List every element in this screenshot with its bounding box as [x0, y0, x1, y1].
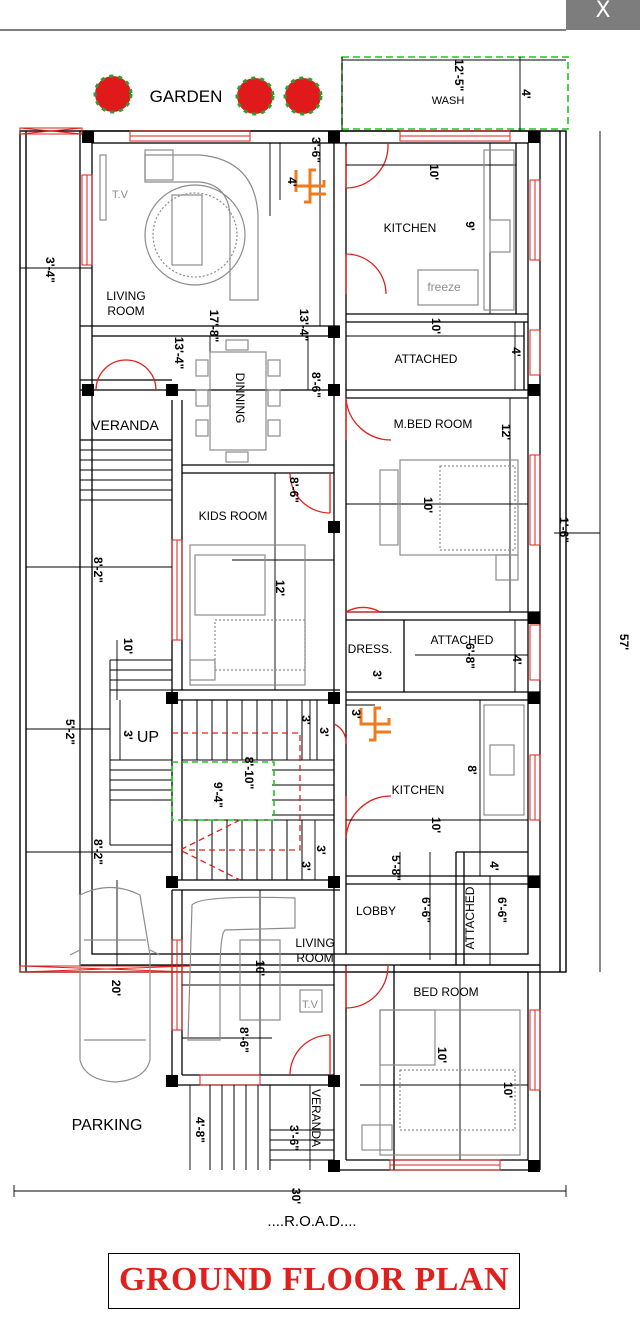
- dim-12-5: 12'-5": [452, 59, 466, 92]
- dim-13-4: 13'-4": [297, 309, 311, 342]
- dimension-lines: [13, 57, 601, 1197]
- dim-12-kids: 12': [273, 580, 287, 596]
- dim-5-2: 5'-2": [63, 719, 77, 745]
- dim-8-6-living: 8'-6": [237, 1027, 251, 1053]
- label-dining: DINNING: [233, 373, 247, 424]
- dim-5-8: 5'-8": [389, 855, 403, 881]
- windows: [19, 127, 541, 1171]
- dim-30: 30': [289, 1188, 303, 1204]
- dim-10-bed: 10': [435, 1047, 449, 1063]
- label-lobby: LOBBY: [356, 904, 396, 918]
- dim-10-kitchen: 10': [427, 164, 441, 180]
- label-bed-room: BED ROOM: [413, 985, 478, 999]
- dim-8-10: 8'-10": [242, 757, 256, 790]
- label-kids-room: KIDS ROOM: [199, 509, 268, 523]
- dim-6-8: 6'-8": [463, 643, 477, 669]
- dim-10-living: 10': [253, 960, 267, 976]
- label-master-bed-room: M.BED ROOM: [394, 417, 473, 431]
- dim-8-2-top: 8'-2": [91, 557, 105, 583]
- dim-8-6-dining: 8'-6": [309, 372, 323, 398]
- dim-6-6-a: 6'-6": [419, 897, 433, 923]
- dim-3-kitchen: 3': [349, 709, 363, 719]
- dim-10-small: 10': [121, 638, 135, 654]
- dim-4-wash: 4': [519, 89, 533, 99]
- staircase: [79, 439, 334, 1170]
- dim-1-6: 1'-6": [557, 517, 571, 543]
- label-kitchen-top: KITCHEN: [384, 221, 437, 235]
- label-attached-top: ATTACHED: [395, 352, 458, 366]
- dim-17-8: 17'-8": [207, 310, 221, 343]
- dim-4-mid: 4': [510, 655, 524, 665]
- dim-8-2-bottom: 8'-2": [91, 839, 105, 865]
- dim-4-top: 4': [285, 177, 299, 187]
- road-label: ....R.O.A.D....: [267, 1213, 356, 1230]
- label-parking: PARKING: [72, 1117, 143, 1134]
- dim-9-4: 9'-4": [211, 782, 225, 808]
- dim-13-4-dining: 13'-4": [172, 337, 186, 370]
- dim-3-dress: 3': [370, 670, 384, 680]
- label-tv-top: T.V: [112, 189, 129, 201]
- dim-20: 20': [109, 980, 123, 996]
- plan-title: GROUND FLOOR PLAN: [118, 1261, 510, 1298]
- dim-10-bed-b: 10': [501, 1082, 515, 1098]
- furniture: [69, 149, 525, 1156]
- dim-3-stair-d: 3': [299, 861, 313, 871]
- swastik-symbol-bottom: [359, 706, 391, 742]
- garden-trees: [93, 74, 323, 116]
- title-box: GROUND FLOOR PLAN: [108, 1253, 520, 1309]
- dim-3-6-veranda: 3'-6": [287, 1125, 301, 1151]
- label-living-top-line2: ROOM: [107, 304, 144, 318]
- dim-8-kitchen: 8': [465, 765, 479, 775]
- label-up: UP: [137, 729, 159, 746]
- label-veranda-left: VERANDA: [91, 417, 159, 433]
- label-dress: DRESS.: [348, 642, 393, 656]
- dim-3-stair-b: 3': [317, 727, 331, 737]
- doors: [95, 143, 392, 1076]
- dim-57: 57': [617, 634, 631, 650]
- label-living-top-line1: LIVING: [106, 289, 145, 303]
- dim-3-stair-a: 3': [299, 715, 313, 725]
- dim-3-up: 3': [121, 730, 135, 740]
- dim-4-attached: 4': [509, 347, 523, 357]
- label-living-bottom-line1: LIVING: [295, 936, 334, 950]
- dim-4-8: 4'-8": [193, 1117, 207, 1143]
- label-kitchen-bottom: KITCHEN: [392, 783, 445, 797]
- dim-3-6-top: 3'-6": [309, 137, 323, 163]
- stair-landing-outline: [171, 761, 275, 821]
- dim-3-stair-c: 3': [314, 845, 328, 855]
- dim-10-attached: 10': [429, 318, 443, 334]
- label-veranda-bottom: VERANDA: [309, 1089, 323, 1147]
- label-tv-bottom: T.V: [302, 999, 319, 1011]
- dim-3-4-left: 3'-4": [43, 257, 57, 283]
- dim-6-6-b: 6'-6": [495, 897, 509, 923]
- label-wash: WASH: [432, 95, 465, 107]
- dim-10-kitchen-bottom: 10': [429, 817, 443, 833]
- dim-10-mbed: 10': [421, 497, 435, 513]
- label-living-bottom-line2: ROOM: [296, 951, 333, 965]
- wash-area-outline: [341, 56, 569, 130]
- dim-9-kitchen: 9': [463, 221, 477, 231]
- dim-12-mbed: 12': [499, 424, 513, 440]
- label-attached-mid: ATTACHED: [431, 633, 494, 647]
- columns: [82, 131, 540, 1172]
- stair-direction-path: [172, 732, 301, 881]
- label-attached-bottom: ATTACHED: [463, 886, 477, 949]
- label-garden: GARDEN: [150, 87, 223, 106]
- swastik-symbol-top: [294, 168, 326, 204]
- dim-4-lobby: 4': [487, 861, 501, 871]
- close-button[interactable]: X: [566, 0, 640, 30]
- dim-8-6-kids: 8'-6": [287, 477, 301, 503]
- label-freeze: freeze: [427, 280, 461, 294]
